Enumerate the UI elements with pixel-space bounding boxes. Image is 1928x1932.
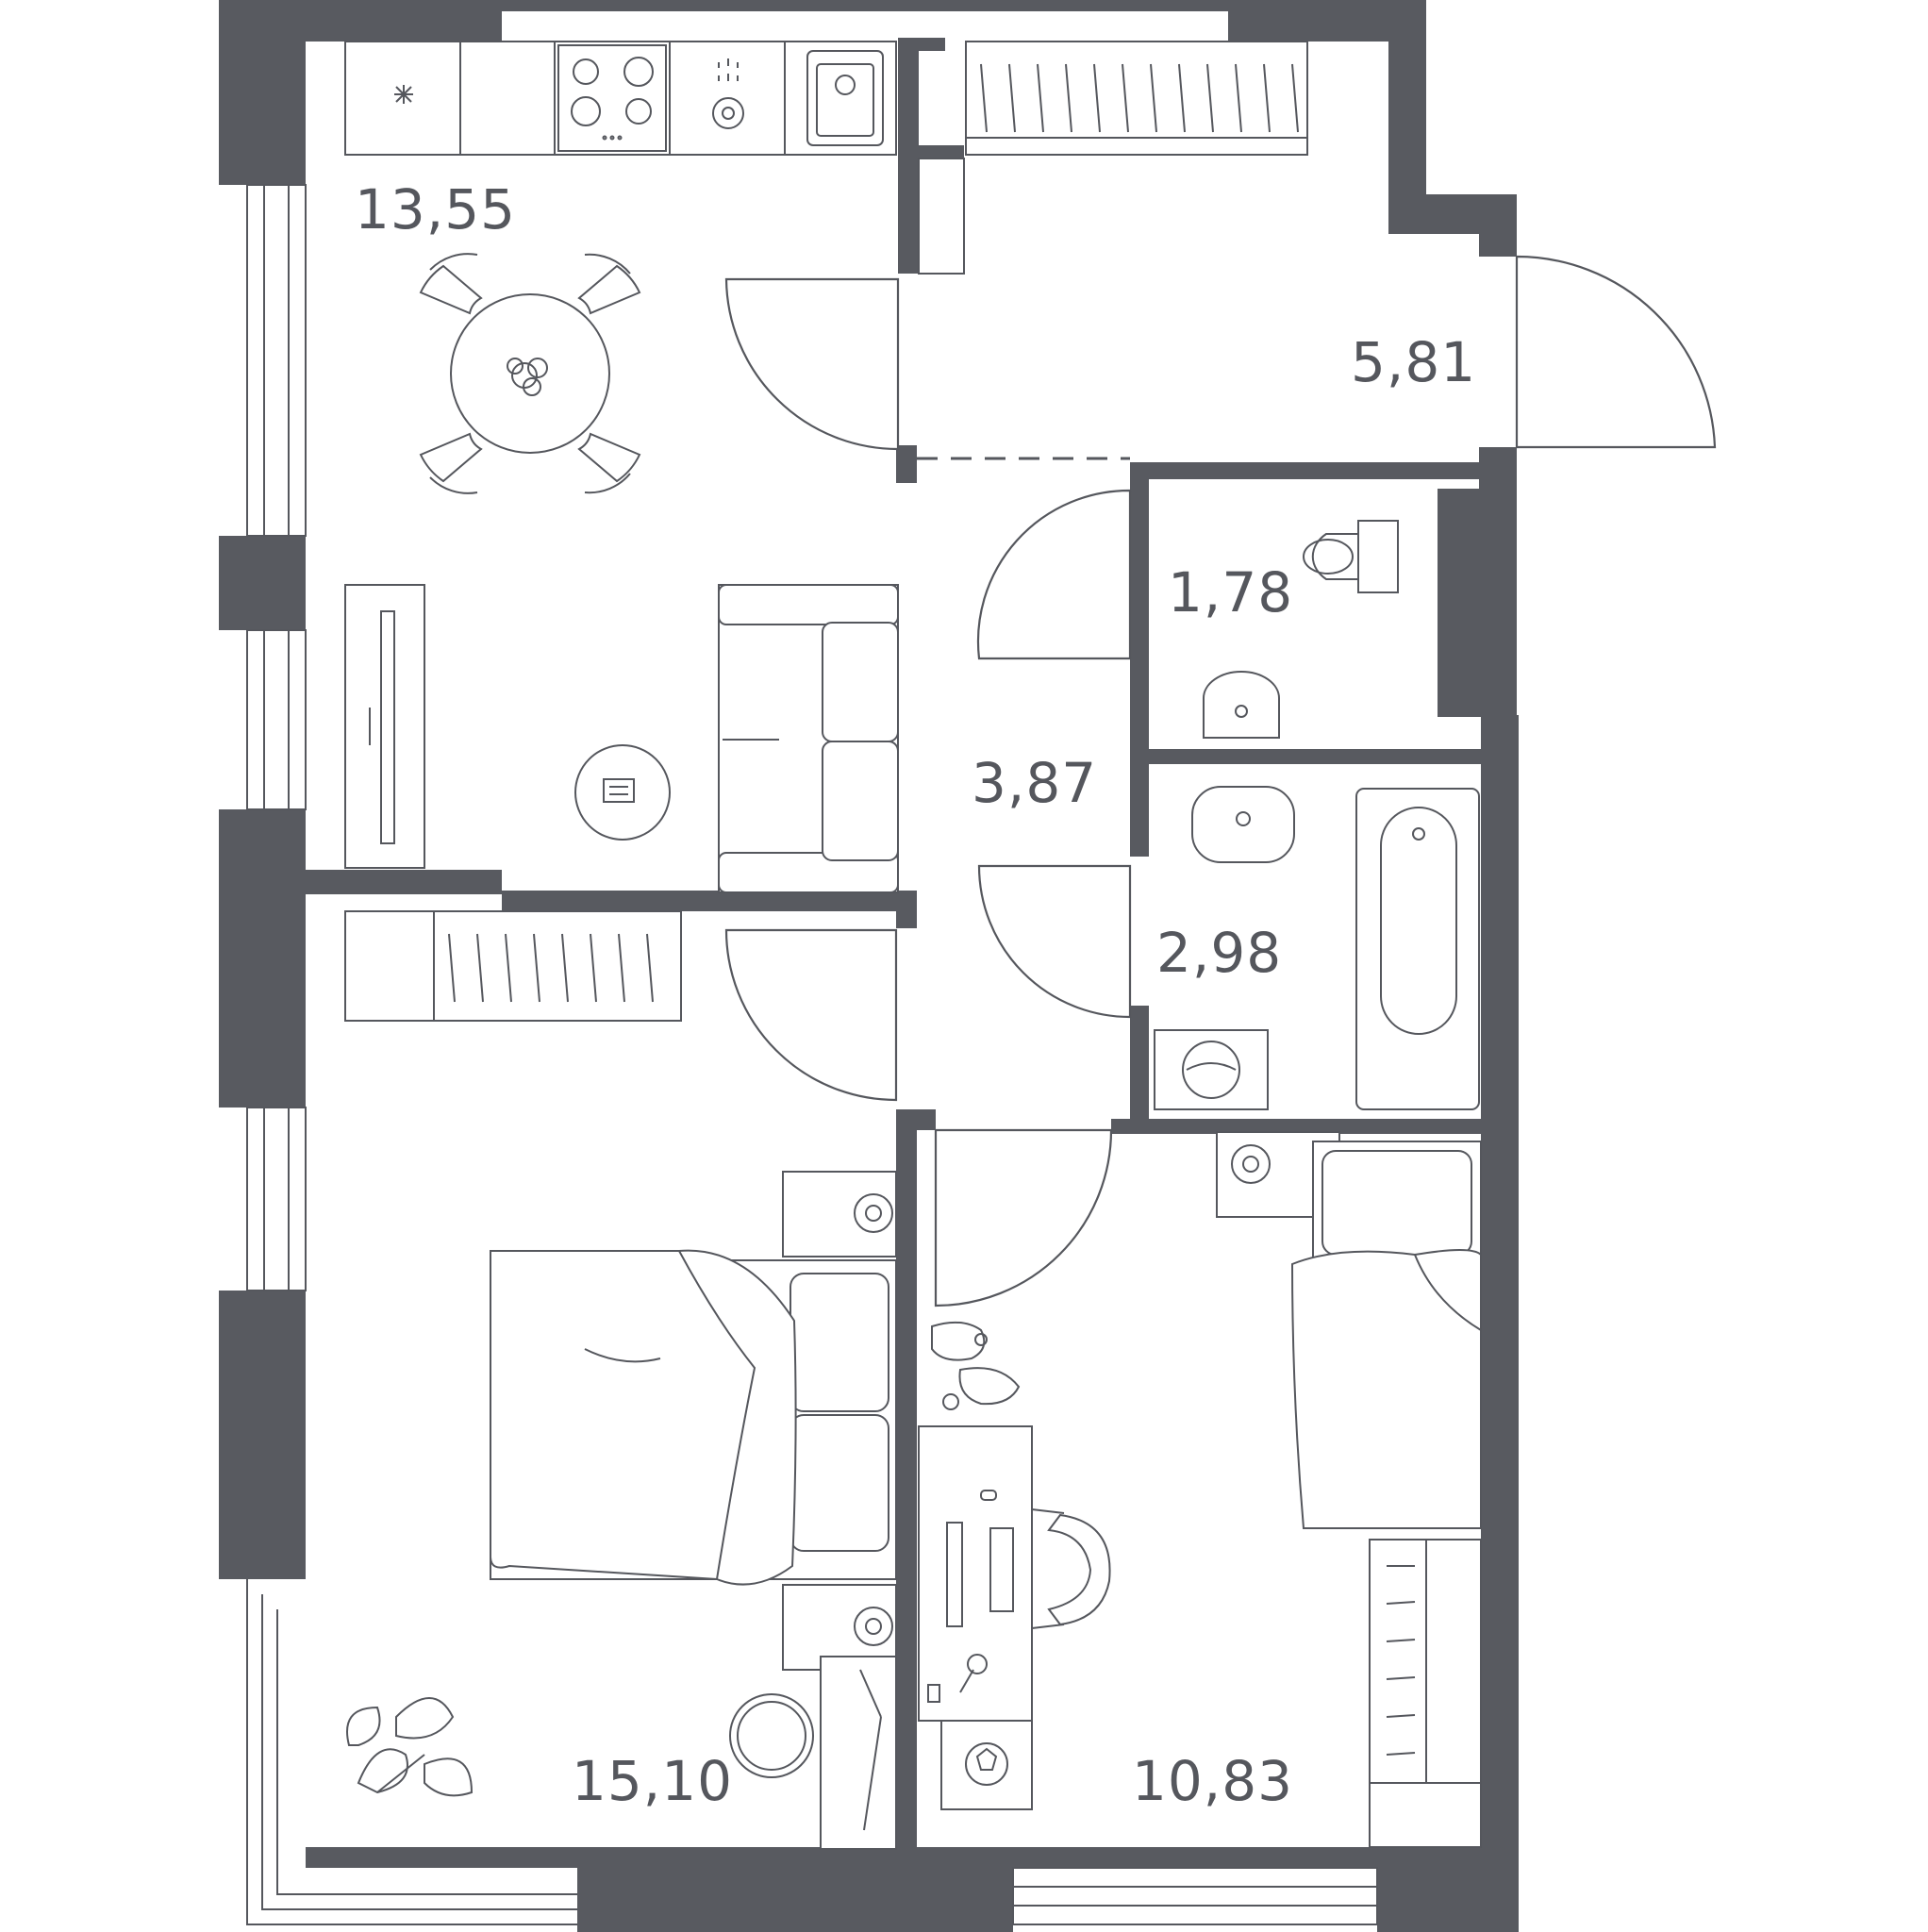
dining-table-icon bbox=[419, 253, 641, 494]
coffee-table-icon bbox=[574, 744, 671, 841]
bedroom-area-label: 15,10 bbox=[572, 1749, 733, 1813]
double-bed-icon bbox=[490, 1171, 897, 1671]
toys-icon bbox=[931, 1321, 1021, 1410]
kitchen-area-label: 13,55 bbox=[355, 177, 516, 242]
interior-walls bbox=[306, 38, 1488, 1874]
stove-icon bbox=[557, 44, 667, 152]
kids-room-area-label: 10,83 bbox=[1132, 1749, 1293, 1813]
corridor-area-label: 3,87 bbox=[972, 751, 1097, 815]
dishwasher-icon bbox=[712, 58, 744, 129]
hallway-area-label: 5,81 bbox=[1351, 330, 1476, 394]
toy-shelf-icon bbox=[940, 1720, 1033, 1810]
single-bed-icon bbox=[1216, 1131, 1482, 1529]
kids-desk-icon bbox=[918, 1425, 1033, 1722]
floor-lamp-icon bbox=[729, 1693, 814, 1778]
bathroom-sink-icon bbox=[1191, 786, 1295, 863]
sink-icon bbox=[806, 50, 884, 146]
kids-wardrobe-icon bbox=[1369, 1539, 1482, 1848]
toilet-area-label: 1,78 bbox=[1168, 560, 1293, 625]
bathtub-icon bbox=[1355, 788, 1480, 1110]
washing-machine-icon bbox=[1154, 1029, 1269, 1110]
tv-unit-icon bbox=[344, 584, 425, 869]
bedroom-desk-icon bbox=[820, 1656, 897, 1850]
area-labels: 13,55 5,81 1,78 3,87 2,98 15,10 10,83 bbox=[355, 177, 1476, 1813]
sofa-icon bbox=[718, 584, 899, 893]
bedroom-wardrobe-icon bbox=[344, 910, 682, 1022]
desk-chair-icon bbox=[1031, 1508, 1111, 1629]
toilet-icon bbox=[1303, 520, 1399, 593]
windows bbox=[246, 184, 1378, 1925]
hallway-wardrobe-icon bbox=[918, 41, 1308, 275]
toilet-sink-icon bbox=[1203, 671, 1280, 739]
exterior-walls bbox=[219, 0, 1519, 1932]
doors bbox=[724, 255, 1717, 1307]
plant-icon bbox=[346, 1697, 474, 1797]
bathroom-area-label: 2,98 bbox=[1156, 921, 1282, 985]
